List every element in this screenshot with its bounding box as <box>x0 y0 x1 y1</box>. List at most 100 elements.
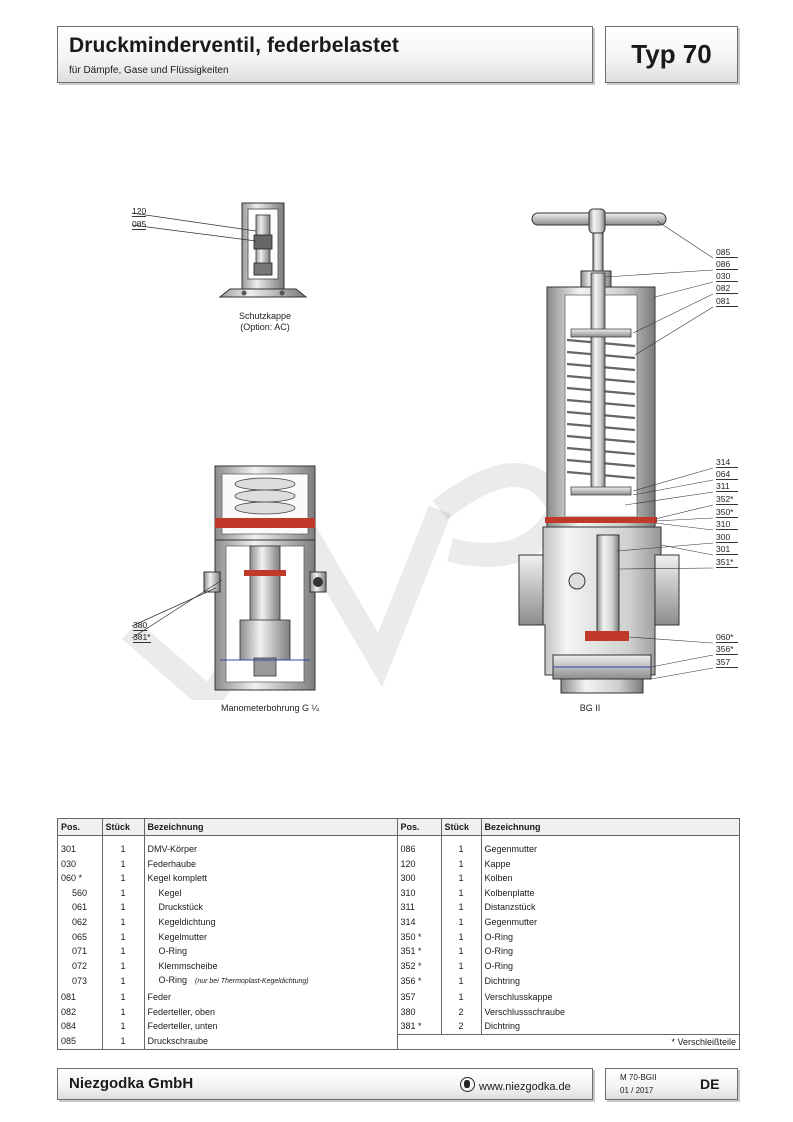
cell-qty: 1 <box>102 973 145 990</box>
cell-pos: 300 <box>397 871 442 886</box>
oring-red-top <box>215 518 315 528</box>
cell-qty: 1 <box>102 856 145 872</box>
cell-name: O-Ring (nur bei Thermoplast-Kegeldichtung… <box>144 973 398 990</box>
title-box: Druckminderventil, federbelastet für Däm… <box>57 26 593 83</box>
part-name: O-Ring <box>158 975 188 986</box>
cell-pos: 030 <box>58 856 103 872</box>
callout-bg2-351: 351* <box>716 557 738 568</box>
cell-pos: 380 <box>397 1004 442 1020</box>
cell-name: Kappe <box>484 858 511 869</box>
page-title: Druckminderventil, federbelastet <box>69 34 399 57</box>
cell-qty: 2 <box>441 1019 482 1035</box>
cell-qty: 1 <box>441 885 482 901</box>
cell-qty: 1 <box>441 871 482 886</box>
callout-120: 120 <box>132 206 147 217</box>
cell-qty: 1 <box>102 989 145 1005</box>
callout-bg2-310: 310 <box>716 519 738 530</box>
part-name: Kegeldichtung <box>158 916 216 927</box>
cell-pos: 061 <box>58 900 103 915</box>
part-name: Druckstück <box>158 902 204 913</box>
website-text: www.niezgodka.de <box>479 1081 571 1093</box>
cell-name: O-Ring <box>144 944 398 959</box>
manometer-caption: Manometerbohrung G ¼ <box>220 703 320 713</box>
cell-name: Verschlussschraube <box>484 1006 566 1017</box>
schutzkappe-caption-2: (Option: AC) <box>240 322 290 332</box>
globe-icon <box>460 1077 475 1092</box>
page-subtitle: für Dämpfe, Gase und Flüssigkeiten <box>69 65 229 76</box>
schutzkappe-drawing <box>131 202 308 298</box>
cell-pos: 085 <box>58 1034 103 1050</box>
doc-date: 01 / 2017 <box>620 1086 654 1095</box>
cell-pos: 071 <box>58 944 103 959</box>
cell-name: Kegel <box>144 885 398 901</box>
callout-bg2-081: 081 <box>716 296 738 307</box>
part-name: Kegel komplett <box>147 873 208 884</box>
cell-pos: 084 <box>58 1019 103 1035</box>
bg2-caption: BG II <box>579 703 601 713</box>
part-name: Kegelmutter <box>158 931 208 942</box>
cell-qty: 1 <box>441 958 482 974</box>
cell-name: Kolbenplatte <box>484 887 535 898</box>
cell-pos: 065 <box>58 929 103 945</box>
type-label: Typ 70 <box>631 39 712 69</box>
company-name: Niezgodka GmbH <box>69 1075 194 1092</box>
cell-qty: 2 <box>441 1004 482 1020</box>
part-name: Kegel <box>158 887 182 898</box>
cell-name: Gegenmutter <box>484 916 538 927</box>
cell-pos: 351 * <box>397 944 442 959</box>
cell-name: O-Ring <box>484 960 514 971</box>
part-name: Druckschraube <box>147 1036 209 1047</box>
callout-bg2-350: 350* <box>716 507 738 518</box>
part-name: Federteller, oben <box>147 1006 216 1017</box>
cell-name: Federteller, oben <box>144 1004 398 1020</box>
cell-qty: 1 <box>102 885 145 901</box>
cell-qty: 1 <box>441 973 482 990</box>
cell-pos: 120 <box>397 856 442 872</box>
cell-qty: 1 <box>102 958 145 974</box>
cell-qty: 1 <box>102 914 145 930</box>
callout-bg2-086: 086 <box>716 259 738 270</box>
cell-qty: 1 <box>441 914 482 930</box>
parts-table-wrapper: Pos. Stück Bezeichnung Pos. Stück Bezeic… <box>57 818 740 1051</box>
doc-info-box: M 70-BGII 01 / 2017 DE <box>605 1068 738 1100</box>
website-link[interactable]: www.niezgodka.de <box>460 1077 571 1093</box>
cell-qty: 1 <box>441 856 482 872</box>
cell-name: Druckstück <box>144 900 398 915</box>
cell-name: Kegeldichtung <box>144 914 398 930</box>
callout-bg2-082: 082 <box>716 283 738 294</box>
cell-pos: 357 <box>397 989 442 1005</box>
cell-qty: 1 <box>102 929 145 945</box>
cell-pos: 060 * <box>58 871 103 886</box>
part-name: Feder <box>147 991 172 1002</box>
callout-bg2-064: 064 <box>716 469 738 480</box>
cell-pos: 082 <box>58 1004 103 1020</box>
cell-qty: 1 <box>102 871 145 886</box>
cell-name: Gegenmutter <box>484 844 538 854</box>
cell-name: Verschlusskappe <box>484 991 553 1002</box>
cell-qty: 1 <box>441 929 482 945</box>
cell-pos: 356 * <box>397 973 442 990</box>
footnote-wear-parts: * Verschleißteile <box>397 1033 739 1050</box>
part-name: Federteller, unten <box>147 1021 218 1032</box>
cell-pos: 073 <box>58 973 103 990</box>
callout-bg2-356: 356* <box>716 644 738 655</box>
callout-bg2-060: 060* <box>716 632 738 643</box>
cell-pos: 301 <box>58 842 103 857</box>
cell-qty: 1 <box>441 944 482 959</box>
part-note: (nur bei Thermoplast-Kegeldichtung) <box>195 978 309 986</box>
cell-pos: 560 <box>58 885 103 901</box>
cell-pos: 314 <box>397 914 442 930</box>
cell-pos: 350 * <box>397 929 442 945</box>
callout-085-cap: 085 <box>132 219 147 230</box>
callout-bg2-085: 085 <box>716 247 738 258</box>
cell-pos: 311 <box>397 900 442 915</box>
